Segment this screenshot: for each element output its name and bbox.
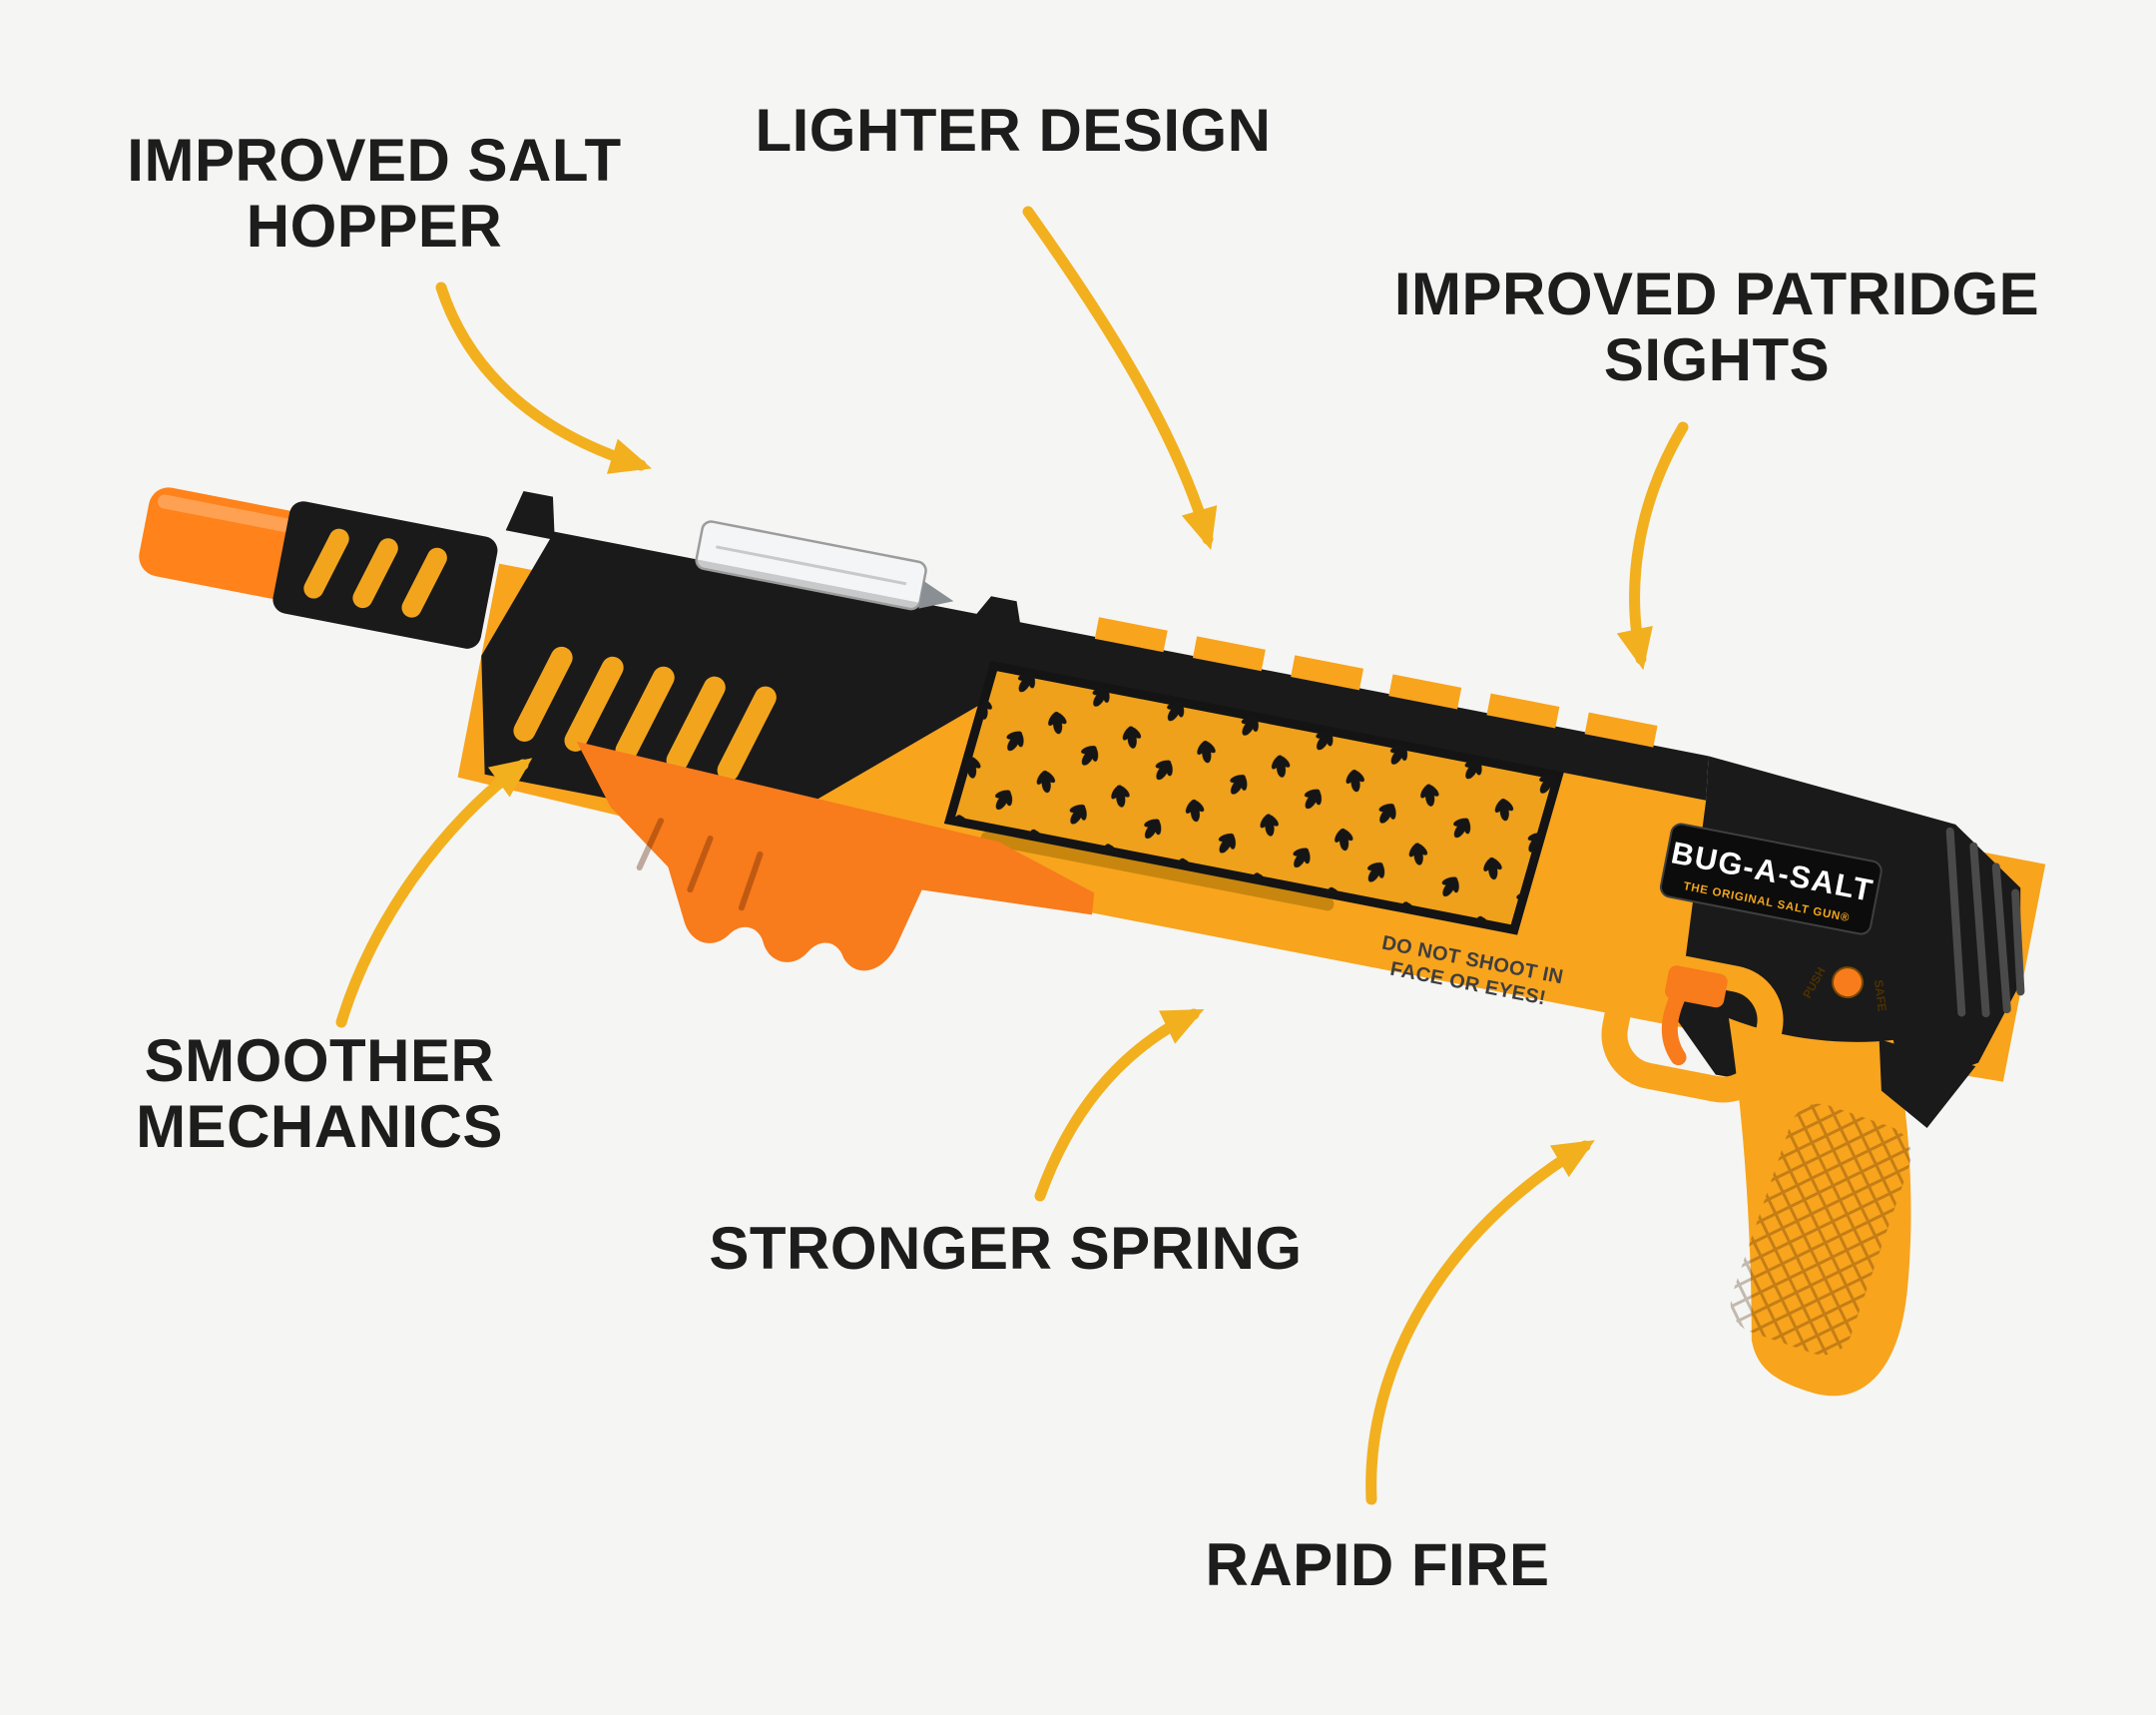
barrel-vents (303, 528, 447, 618)
trigger (1661, 965, 1728, 1066)
callout-line: SIGHTS (1603, 326, 1831, 393)
rear-cap-ridges (1945, 827, 2025, 1018)
callout-line: IMPROVED PATRIDGE (1393, 261, 2040, 327)
grip-back-wedge (1879, 1039, 1976, 1128)
callout-lighter-design: LIGHTER DESIGN (699, 98, 1328, 164)
callout-line: STRONGER SPRING (709, 1215, 1303, 1282)
forend-vents (513, 646, 777, 782)
grip-texture (1730, 1103, 1911, 1356)
brand-plate: BUG-A-SALT THE ORIGINAL SALT GUN® (1659, 823, 1883, 935)
receiver-rail (481, 531, 1709, 830)
callout-improved-salt-hopper: IMPROVED SALT HOPPER (90, 128, 659, 260)
arrow-smoother-mechanics (335, 758, 533, 1028)
rear-sight (975, 596, 1021, 625)
top-rail-notches (1094, 617, 1658, 748)
arrow-improved-patridge-sights (1616, 421, 1689, 671)
callout-improved-patridge-sights: IMPROVED PATRIDGE SIGHTS (1387, 262, 2046, 393)
salt-gun: DO NOT SHOOT IN FACE OR EYES! (139, 487, 2046, 1397)
safety-safe-label: SAFE (1872, 979, 1889, 1012)
callout-smoother-mechanics: SMOOTHER MECHANICS (55, 1028, 584, 1160)
callout-line: MECHANICS (136, 1093, 503, 1160)
callout-line: IMPROVED SALT (127, 127, 622, 194)
slide-groove (980, 831, 1335, 911)
arrow-stronger-spring (1034, 1008, 1205, 1202)
callout-stronger-spring: STRONGER SPRING (649, 1216, 1362, 1282)
pistol-grip (1728, 1018, 1976, 1397)
hopper-latch-icon (918, 581, 954, 609)
arrow-lighter-design (1022, 206, 1218, 551)
callout-line: SMOOTHER (144, 1027, 495, 1094)
salt-hopper-lid (695, 520, 954, 611)
muzzle-tip (139, 487, 304, 599)
muzzle-highlight (157, 494, 295, 533)
callout-rapid-fire: RAPID FIRE (1118, 1532, 1637, 1598)
callout-line: LIGHTER DESIGN (755, 97, 1272, 164)
callout-arrows (335, 206, 1689, 1505)
fly-pattern-panel (943, 660, 1564, 935)
arrow-improved-salt-hopper (435, 282, 652, 474)
arrow-rapid-fire (1365, 1140, 1595, 1505)
front-sight (505, 490, 555, 540)
callout-line: RAPID FIRE (1205, 1531, 1550, 1598)
callout-line: HOPPER (246, 193, 503, 260)
pump-grip (576, 741, 1095, 971)
safety-button: PUSH SAFE (1800, 965, 1889, 1013)
